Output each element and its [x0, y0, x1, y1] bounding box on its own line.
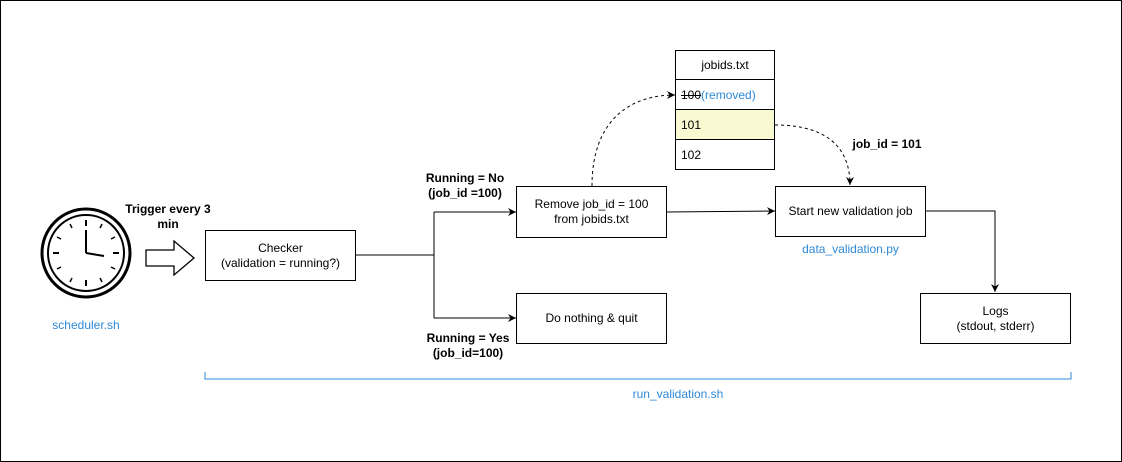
checker-box[interactable]: Checker (validation = running?) — [205, 230, 356, 281]
jobids-row[interactable]: 102 — [675, 140, 775, 170]
next-job-label: job_id = 101 — [852, 137, 922, 151]
branch-yes-line1: Running = Yes — [426, 331, 510, 345]
logs-title: Logs — [982, 303, 1009, 318]
jobids-row-note: (removed) — [701, 87, 756, 102]
jobids-row[interactable]: 100(removed) — [675, 80, 775, 110]
branch-yes-line2: (job_id=100) — [432, 346, 504, 360]
branch-no-line2: (job_id =100) — [428, 186, 502, 200]
branch-no-line1: Running = No — [425, 171, 505, 185]
branch-yes-label: Running = Yes (job_id=100) — [418, 331, 518, 361]
trigger-label-line2: min — [157, 217, 179, 231]
start-validation-box[interactable]: Start new validation job — [775, 186, 926, 237]
checker-condition: (validation = running?) — [220, 255, 341, 270]
jobids-row-id: 100 — [681, 87, 702, 102]
remove-job-box[interactable]: Remove job_id = 100 from jobids.txt — [516, 186, 667, 238]
jobids-table-title: jobids.txt — [675, 50, 775, 80]
jobids-row-highlighted[interactable]: 101 — [675, 110, 775, 140]
bracket-caption: run_validation.sh — [632, 387, 724, 401]
checker-title: Checker — [258, 240, 303, 255]
logs-streams: (stdout, stderr) — [956, 318, 1035, 333]
do-nothing-box[interactable]: Do nothing & quit — [516, 293, 667, 344]
start-validation-label: Start new validation job — [788, 204, 913, 218]
jobids-row-id: 102 — [681, 147, 702, 162]
clock-icon — [40, 207, 132, 299]
clock-caption: scheduler.sh — [52, 318, 120, 332]
trigger-label-line1: Trigger every 3 — [125, 202, 211, 216]
trigger-arrow-icon — [145, 239, 196, 277]
remove-job-line1: Remove job_id = 100 — [534, 197, 649, 211]
jobids-table: jobids.txt 100(removed) 101 102 — [675, 50, 775, 170]
branch-no-label: Running = No (job_id =100) — [415, 171, 515, 201]
validation-script-caption: data_validation.py — [802, 242, 899, 256]
bracket-line — [204, 372, 1072, 380]
logs-box[interactable]: Logs (stdout, stderr) — [920, 293, 1071, 344]
remove-job-line2: from jobids.txt — [554, 212, 629, 226]
trigger-label: Trigger every 3 min — [115, 202, 221, 232]
jobids-row-id: 101 — [681, 117, 702, 132]
do-nothing-label: Do nothing & quit — [545, 311, 638, 325]
